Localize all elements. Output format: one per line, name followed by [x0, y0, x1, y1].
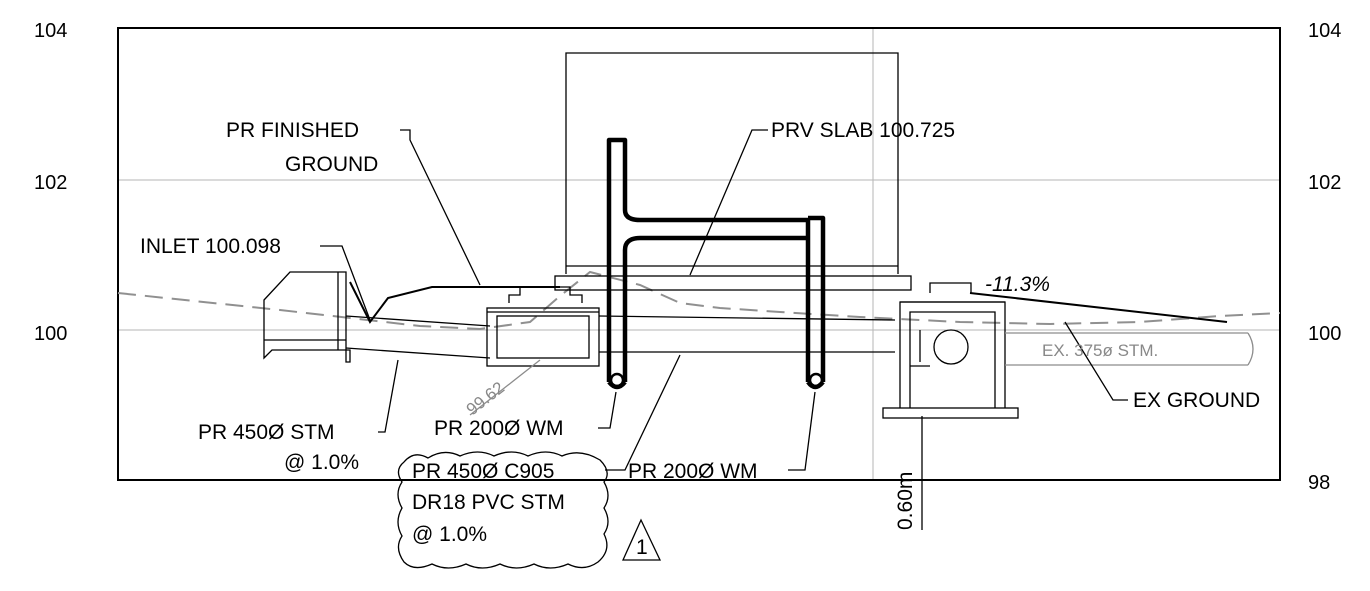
existing-ground-line: [117, 270, 1281, 331]
revision-triangle: [621, 518, 662, 561]
wm-left-label: PR 200Ø WM: [434, 417, 564, 440]
pr450-stm-label: PR 450Ø STM: [198, 421, 335, 444]
pr-finished-ground-label-1: PR FINISHED: [226, 119, 359, 142]
left-tick-102: 102: [34, 172, 67, 194]
prv-building-outline: [565, 52, 899, 274]
ex-ground-leader: [1064, 321, 1128, 401]
valve-chamber: [486, 307, 600, 367]
prv-slab: [554, 275, 912, 291]
water-main-loop: [606, 137, 826, 390]
wm-right-section: [808, 372, 824, 388]
left-tick-104: 104: [34, 20, 67, 42]
right-tick-102: 102: [1308, 172, 1341, 194]
wm-left-section: [609, 372, 625, 388]
existing-storm-pipe: [1005, 332, 1254, 366]
wm-left-leader: [598, 391, 617, 429]
c905-label-3: @ 1.0%: [412, 523, 487, 546]
inlet-structure: [263, 271, 351, 363]
inlet-leader: [320, 245, 371, 321]
pr450-leader: [378, 359, 399, 433]
existing-manhole: [882, 282, 1019, 419]
right-tick-98: 98: [1308, 472, 1330, 494]
wm-right-label: PR 200Ø WM: [628, 460, 758, 483]
finished-ground-line: [349, 281, 560, 324]
revision-number: 1: [636, 536, 648, 559]
finished-ground-leader: [400, 129, 481, 286]
elevation-leader: [469, 359, 541, 416]
prv-slab-leader: [689, 129, 768, 276]
slope-label: -11.3%: [985, 273, 1050, 296]
right-tick-100: 100: [1308, 323, 1341, 345]
prv-slab-label: PRV SLAB 100.725: [771, 119, 955, 142]
c905-label-2: DR18 PVC STM: [412, 491, 565, 514]
revision-cloud: [397, 451, 609, 569]
depth-label: 0.60m: [894, 472, 917, 530]
right-tick-104: 104: [1308, 20, 1341, 42]
elev-99-62-label: 99.62: [463, 378, 508, 419]
pipe-top-1: [345, 315, 491, 327]
profile-frame: [117, 27, 1281, 481]
left-tick-100: 100: [34, 323, 67, 345]
wm-right-leader: [788, 391, 816, 471]
existing-storm-label: EX. 375ø STM.: [1042, 341, 1158, 360]
c905-leader: [605, 354, 681, 471]
grid: [118, 28, 1280, 480]
proposed-slope-line: [969, 292, 1228, 323]
c905-label-1: PR 450Ø C905: [412, 460, 554, 483]
pr450-slope-label: @ 1.0%: [284, 451, 359, 474]
ex-ground-label: EX GROUND: [1133, 389, 1260, 412]
pipe-bottom-1: [345, 347, 491, 359]
pr-finished-ground-label-2: GROUND: [285, 153, 378, 176]
pipe-top-2: [598, 315, 896, 321]
inlet-label: INLET 100.098: [140, 235, 281, 258]
